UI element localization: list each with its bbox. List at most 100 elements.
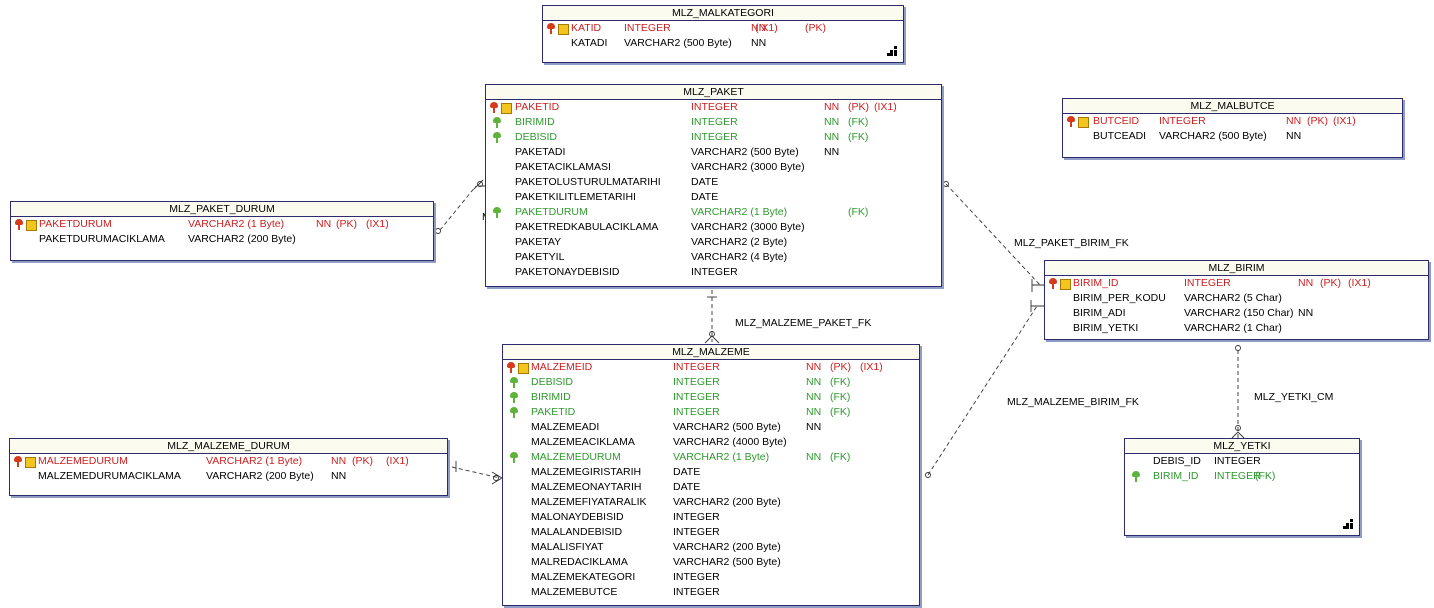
column-type: VARCHAR2 (500 Byte) [691,146,799,158]
primary-key-icon [546,23,557,34]
rel-label-malzeme-paket-fk: MLZ_MALZEME_PAKET_FK [735,317,872,329]
not-null-flag: NN [806,361,822,373]
rel-label-yetki-cm: MLZ_YETKI_CM [1254,391,1334,403]
column-type: INTEGER [673,526,720,538]
foreign-key-icon [509,452,520,463]
rel-line-paket-durum [439,185,477,231]
index-icon [1060,279,1071,290]
primary-key-icon [14,219,25,230]
column-name: PAKETOLUSTURULMATARIHI [515,176,661,188]
resize-grip-icon[interactable] [1343,519,1353,529]
not-null-flag: NN [1286,115,1302,127]
column-name: BIRIM_YETKI [1073,322,1139,334]
column-type: VARCHAR2 (200 Byte) [673,541,781,553]
column-name: BIRIM_PER_KODU [1073,292,1166,304]
column-name: MALZEMEGIRISTARIH [531,466,642,478]
foreign-key-icon [492,117,503,128]
column-name: MALZEMEFIYATARALIK [531,496,647,508]
entity-title: MLZ_MALZEME_DURUM [10,439,447,454]
column-name: BIRIMID [531,391,571,403]
column-type: INTEGER [691,116,738,128]
column-type: VARCHAR2 (3000 Byte) [691,221,805,233]
fk-flag: (FK) [830,376,851,388]
column-type: VARCHAR2 (500 Byte) [624,37,732,49]
resize-grip-icon[interactable] [887,46,897,56]
column-name: BUTCEID [1093,115,1140,127]
not-null-flag: NN [806,391,822,403]
column-row[interactable]: MALALANDEBISID INTEGER [503,525,919,540]
column-name: MALZEMEKATEGORI [531,571,636,583]
not-null-flag: NN [316,218,332,230]
column-type: INTEGER [1214,455,1261,467]
column-type: INTEGER [691,266,738,278]
column-type: DATE [691,191,719,203]
index-flag: (IX1) [860,361,883,373]
column-type: INTEGER [673,361,720,373]
not-null-flag: NN [806,376,822,388]
not-null-flag: NN [331,470,347,482]
index-flag: (IX1) [1348,277,1371,289]
column-name: PAKETYIL [515,251,565,263]
entity-title: MLZ_BIRIM [1045,261,1428,276]
not-null-flag: NN [806,451,822,463]
fk-flag: (FK) [848,116,869,128]
column-name: MALALANDEBISID [531,526,623,538]
foreign-key-icon [1131,471,1142,482]
index-icon [558,24,569,35]
fk-flag: (FK) [848,131,869,143]
foreign-key-icon [509,392,520,403]
column-type: VARCHAR2 (2 Byte) [691,236,788,248]
column-name: DEBISID [515,131,558,143]
